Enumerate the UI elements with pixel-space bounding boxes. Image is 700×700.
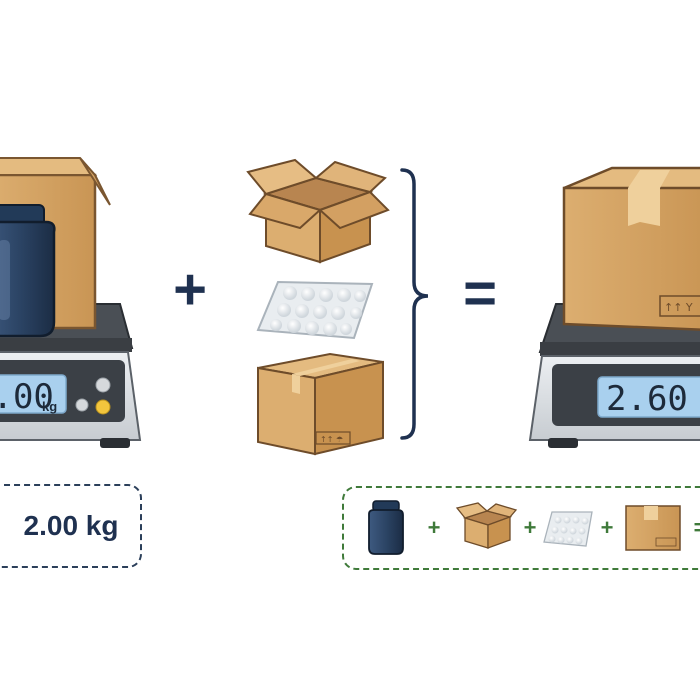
plus-operator: + <box>173 257 207 322</box>
mini-open-box-icon <box>455 502 518 549</box>
left-scale-display: 2.00 <box>0 377 54 417</box>
equals-operator: = <box>463 261 497 326</box>
plus-operator-mini: + <box>601 515 614 540</box>
plus-operator-mini: + <box>524 515 537 540</box>
mini-jar-icon <box>368 500 404 555</box>
right-scale <box>528 303 700 448</box>
grouping-brace <box>400 168 429 440</box>
equals-operator-mini: = <box>694 515 700 540</box>
left-weight-text: 2.00 kg <box>23 510 119 541</box>
open-box-component <box>246 158 390 264</box>
left-scale-unit: kg <box>42 399 57 414</box>
svg-text:↑↑ ☂: ↑↑ ☂ <box>320 435 343 444</box>
svg-text:↑↑ Y: ↑↑ Y <box>664 301 693 314</box>
right-scale-display: 2.60 <box>606 379 688 419</box>
left-weight-label: 2.00 kg <box>0 484 142 568</box>
plus-operator-mini: + <box>428 515 441 540</box>
bubble-wrap-icon <box>256 280 374 340</box>
shipping-box-icon: ↑↑ Y <box>562 166 700 331</box>
protein-jar-icon <box>0 204 56 338</box>
mini-sealed-box-icon <box>625 505 681 551</box>
sealed-cardboard-box-icon: ↑↑ ☂ <box>257 352 384 456</box>
components-sum-label <box>342 486 700 570</box>
mini-bubble-wrap-icon <box>543 511 593 547</box>
